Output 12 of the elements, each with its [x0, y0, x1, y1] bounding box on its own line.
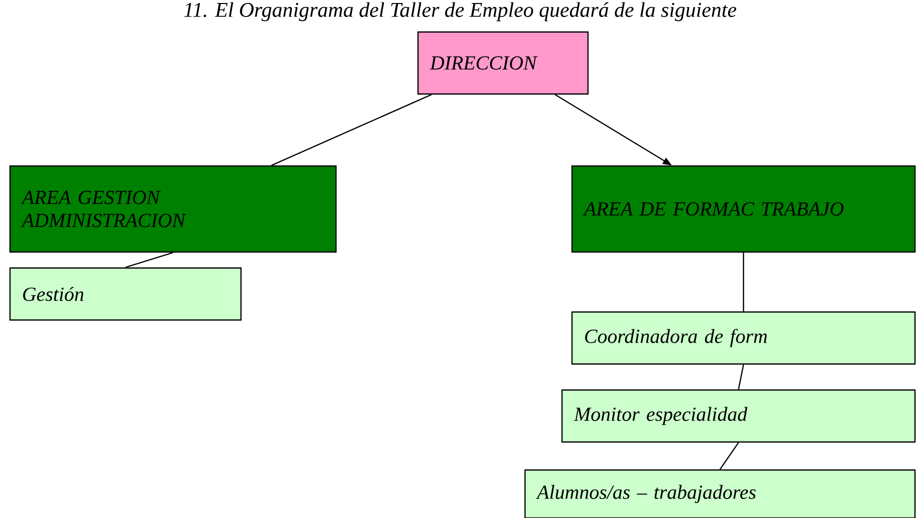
area-box: AREA GESTION ADMINISTRACION [9, 165, 337, 253]
connector [738, 364, 744, 390]
area-box: AREA DE FORMAC TRABAJO [571, 165, 916, 253]
title: 11. El Organigrama del Taller de Empleo quedará de la siguiente [184, 2, 736, 22]
role-box: Monitor especialidad [561, 389, 916, 443]
direction-box: DIRECCION [417, 31, 589, 95]
role-box: Coordinadora de form [571, 311, 916, 365]
connector [720, 442, 739, 470]
role-box: Gestión [9, 267, 242, 321]
role-box: Alumnos/as – trabajadores [524, 469, 916, 518]
connector [742, 252, 744, 312]
connector [271, 94, 432, 166]
